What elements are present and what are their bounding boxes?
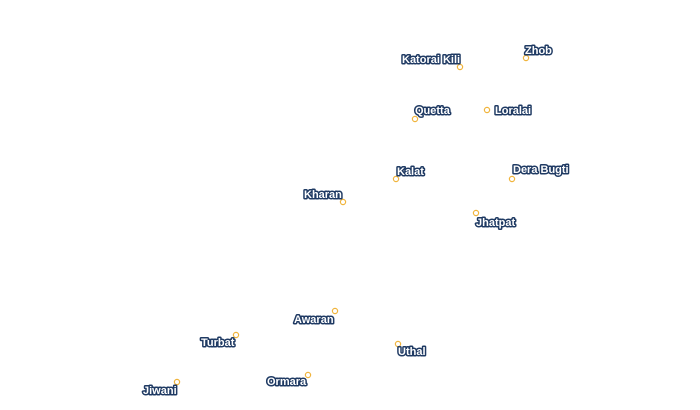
city-label: Kalat [397, 166, 424, 178]
city-marker[interactable] [232, 331, 240, 339]
city-marker[interactable] [304, 371, 312, 379]
city-quetta[interactable]: Quetta [411, 104, 452, 123]
city-label: Ormara [267, 376, 307, 388]
city-label: Quetta [415, 105, 451, 117]
city-label: Zhob [525, 45, 552, 57]
city-kharan[interactable]: Kharan [303, 188, 347, 206]
city-label: Uthal [398, 346, 426, 358]
city-label: Katorai Kili [402, 54, 460, 66]
city-marker[interactable] [483, 106, 491, 114]
city-label: Turbat [201, 337, 235, 349]
city-marker[interactable] [472, 209, 480, 217]
city-label: Loralai [495, 105, 531, 117]
city-marker[interactable] [411, 115, 419, 123]
city-uthal[interactable]: Uthal [394, 340, 427, 360]
city-jiwani[interactable]: Jiwani [142, 378, 181, 399]
city-label: Awaran [294, 314, 334, 326]
city-loralai[interactable]: Loralai [483, 104, 533, 119]
city-marker[interactable] [339, 198, 347, 206]
city-marker[interactable] [456, 63, 464, 71]
city-marker[interactable] [392, 175, 400, 183]
city-label: Dera Bugti [513, 164, 569, 176]
city-kalat[interactable]: Kalat [392, 165, 426, 183]
city-zhob[interactable]: Zhob [522, 44, 554, 62]
city-jhatpat[interactable]: Jhatpat [472, 209, 517, 231]
city-awaran[interactable]: Awaran [293, 307, 339, 328]
city-marker[interactable] [508, 175, 516, 183]
city-dera-bugti[interactable]: Dera Bugti [508, 163, 570, 183]
city-marker[interactable] [331, 307, 339, 315]
city-ormara[interactable]: Ormara [266, 371, 312, 390]
city-marker[interactable] [394, 340, 402, 348]
city-label: Jhatpat [476, 217, 515, 229]
city-label: Kharan [304, 189, 342, 201]
city-marker[interactable] [522, 54, 530, 62]
city-marker[interactable] [173, 378, 181, 386]
city-katorai-kili[interactable]: Katorai Kili [401, 53, 464, 71]
city-turbat[interactable]: Turbat [200, 331, 240, 351]
city-label: Jiwani [143, 385, 177, 397]
